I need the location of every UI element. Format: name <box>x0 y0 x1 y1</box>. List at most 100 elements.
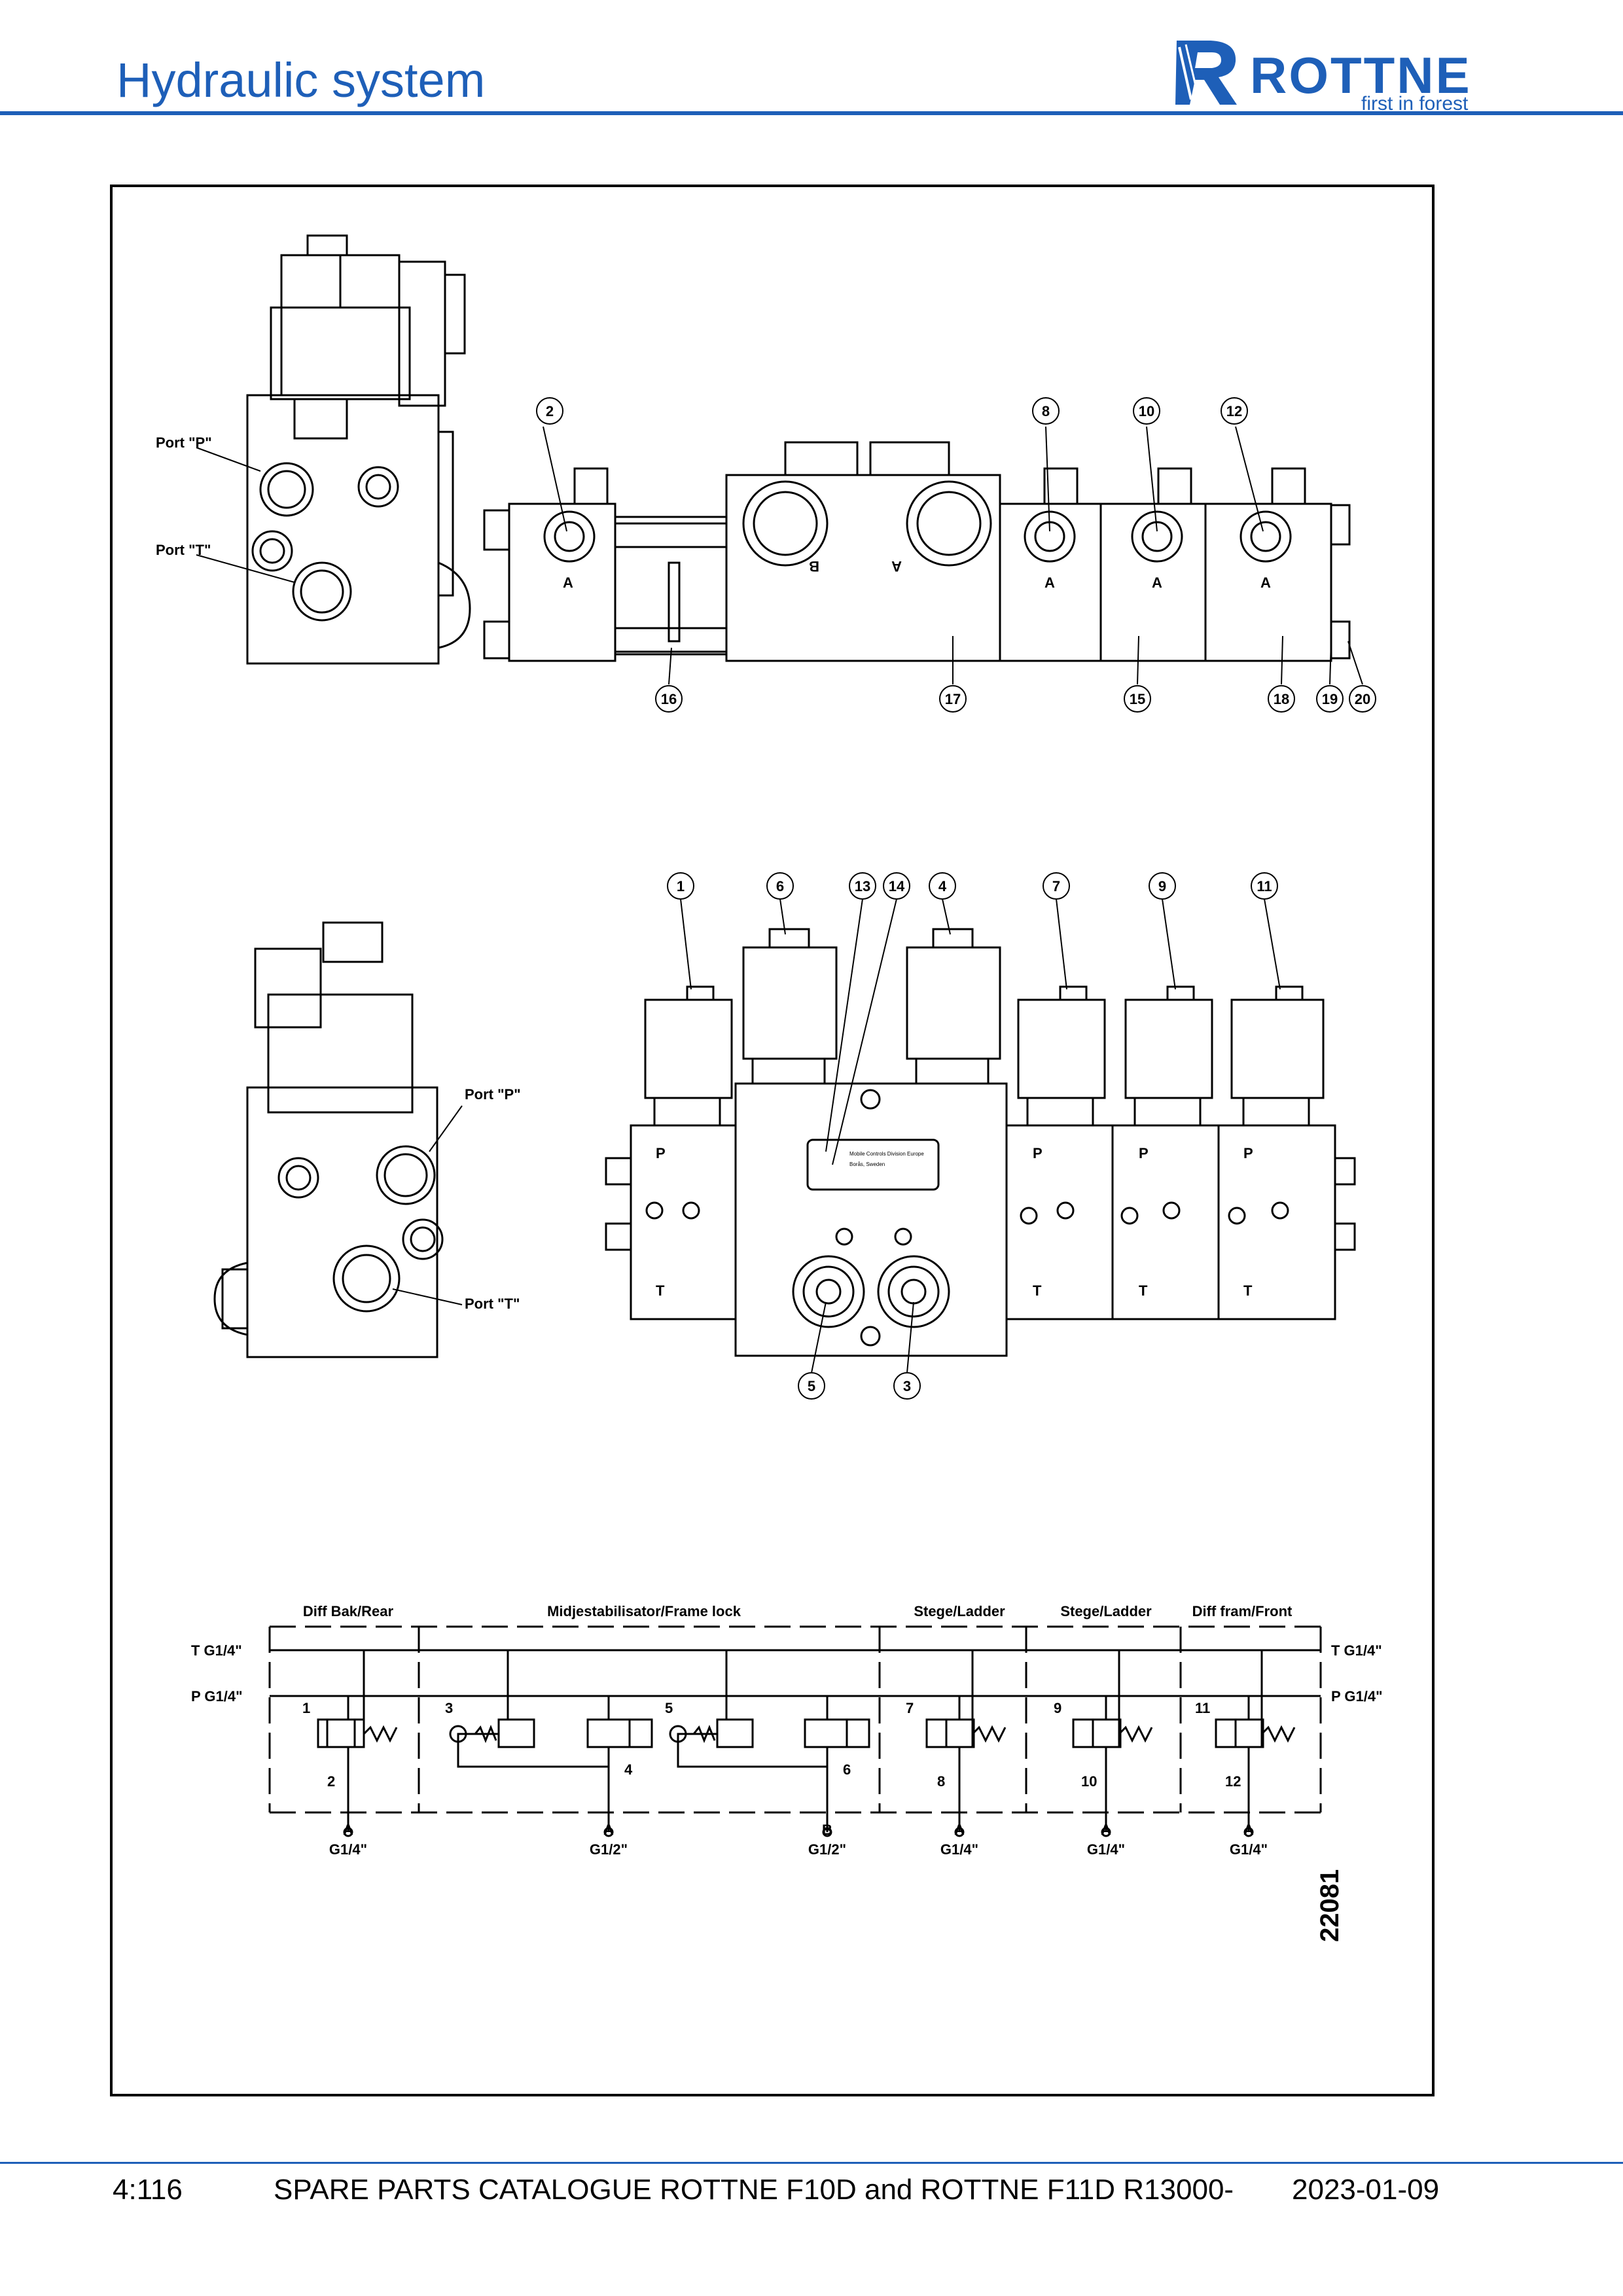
front-view-callouts: 1 6 13 14 4 7 9 11 5 3 <box>667 872 1278 1400</box>
svg-text:13: 13 <box>855 878 870 894</box>
page-title: Hydraulic system <box>116 53 486 107</box>
svg-text:11: 11 <box>1195 1700 1210 1716</box>
callout-19: 19 <box>1316 685 1344 713</box>
callout-17: 17 <box>939 685 967 713</box>
svg-text:A: A <box>1260 574 1271 591</box>
svg-text:6: 6 <box>843 1761 851 1778</box>
svg-text:G1/4": G1/4" <box>329 1841 367 1858</box>
brand-tagline: first in forest <box>1361 93 1469 115</box>
svg-text:G1/4": G1/4" <box>1087 1841 1125 1858</box>
svg-text:A: A <box>603 1822 614 1838</box>
top-view-callouts: 2 8 10 12 16 17 15 18 19 20 <box>536 397 1376 713</box>
svg-text:T: T <box>656 1282 665 1299</box>
section-ladder-1: Stege/Ladder <box>914 1603 1005 1619</box>
svg-text:5: 5 <box>808 1378 815 1394</box>
svg-text:3: 3 <box>903 1378 911 1394</box>
callout-20: 20 <box>1349 685 1376 713</box>
svg-text:9: 9 <box>1054 1700 1061 1716</box>
svg-text:A: A <box>563 574 573 591</box>
svg-text:3: 3 <box>445 1700 453 1716</box>
callout-15: 15 <box>1124 685 1151 713</box>
callout-3: 3 <box>893 1372 921 1400</box>
svg-text:A: A <box>1101 1822 1111 1838</box>
top-leaders <box>196 426 1363 685</box>
svg-text:T: T <box>1139 1282 1148 1299</box>
svg-text:1: 1 <box>677 878 685 894</box>
callout-16: 16 <box>655 685 683 713</box>
port-t-label-front: Port "T" <box>465 1296 520 1312</box>
schematic-labels: Diff Bak/Rear Midjestabilisator/Frame lo… <box>191 1603 1383 1858</box>
footer-title: SPARE PARTS CATALOGUE ROTTNE F10D and RO… <box>274 2174 1234 2206</box>
svg-text:P: P <box>1139 1145 1149 1161</box>
svg-text:10: 10 <box>1081 1773 1097 1790</box>
svg-text:A: A <box>1243 1822 1254 1838</box>
svg-text:1: 1 <box>302 1700 310 1716</box>
callout-5: 5 <box>798 1372 825 1400</box>
callout-18: 18 <box>1268 685 1295 713</box>
port-t-label: Port "T" <box>156 542 211 558</box>
svg-text:2: 2 <box>546 403 554 419</box>
svg-text:T: T <box>1243 1282 1253 1299</box>
drawing-number: 22081 <box>1315 1869 1344 1942</box>
top-side-view <box>246 234 471 665</box>
svg-text:9: 9 <box>1158 878 1166 894</box>
callout-10: 10 <box>1133 397 1160 425</box>
tank-line-right: T G1/4" <box>1331 1642 1382 1659</box>
drawing-frame <box>110 185 1435 2096</box>
svg-text:7: 7 <box>906 1700 914 1716</box>
tank-line-left: T G1/4" <box>191 1642 242 1659</box>
section-frame-lock: Midjestabilisator/Frame lock <box>547 1603 741 1619</box>
svg-text:G1/2": G1/2" <box>808 1841 846 1858</box>
footer-rule <box>0 2162 1623 2164</box>
svg-text:4: 4 <box>624 1761 633 1778</box>
svg-text:8: 8 <box>1042 403 1050 419</box>
svg-text:20: 20 <box>1355 691 1370 707</box>
section-ladder-2: Stege/Ladder <box>1060 1603 1152 1619</box>
svg-text:T: T <box>1033 1282 1042 1299</box>
pressure-line-right: P G1/4" <box>1331 1688 1383 1704</box>
front-view-labels: Port "P" Port "T" P T P T P T P T Mobile… <box>465 1086 1253 1312</box>
svg-text:G1/2": G1/2" <box>590 1841 628 1858</box>
callout-6: 6 <box>766 872 794 900</box>
callout-4: 4 <box>929 872 956 900</box>
schematic-lines <box>268 1625 1322 1837</box>
svg-text:A: A <box>891 558 902 574</box>
callout-8: 8 <box>1032 397 1060 425</box>
front-valve-bank <box>605 928 1356 1357</box>
front-leaders <box>392 898 1281 1373</box>
svg-text:P: P <box>1033 1145 1043 1161</box>
footer-date: 2023-01-09 <box>1292 2174 1440 2206</box>
pressure-line-left: P G1/4" <box>191 1688 243 1704</box>
svg-text:A: A <box>1044 574 1055 591</box>
front-side-view <box>213 921 444 1358</box>
callout-9: 9 <box>1149 872 1176 900</box>
svg-text:17: 17 <box>945 691 961 707</box>
rottne-r-icon <box>1175 41 1237 105</box>
callout-13: 13 <box>849 872 876 900</box>
nameplate-line-1: Mobile Controls Division Europe <box>849 1151 924 1157</box>
svg-text:2: 2 <box>327 1773 335 1790</box>
callout-12: 12 <box>1221 397 1248 425</box>
svg-text:B: B <box>822 1822 832 1838</box>
svg-text:7: 7 <box>1052 878 1060 894</box>
callout-7: 7 <box>1043 872 1070 900</box>
brand-logo: ROTTNE first in forest <box>1171 34 1512 115</box>
svg-text:G1/4": G1/4" <box>1230 1841 1268 1858</box>
svg-text:12: 12 <box>1225 1773 1241 1790</box>
brand-name: ROTTNE <box>1250 46 1472 104</box>
callout-14: 14 <box>883 872 910 900</box>
port-p-label-front: Port "P" <box>465 1086 521 1103</box>
svg-text:8: 8 <box>937 1773 945 1790</box>
svg-text:G1/4": G1/4" <box>940 1841 978 1858</box>
svg-text:18: 18 <box>1274 691 1289 707</box>
svg-text:P: P <box>1243 1145 1253 1161</box>
svg-text:6: 6 <box>776 878 784 894</box>
svg-text:A: A <box>343 1822 353 1838</box>
svg-text:14: 14 <box>889 878 905 894</box>
header-rule <box>0 111 1623 115</box>
port-p-label: Port "P" <box>156 434 212 451</box>
svg-text:10: 10 <box>1139 403 1154 419</box>
callout-1: 1 <box>667 872 694 900</box>
svg-text:4: 4 <box>938 878 947 894</box>
